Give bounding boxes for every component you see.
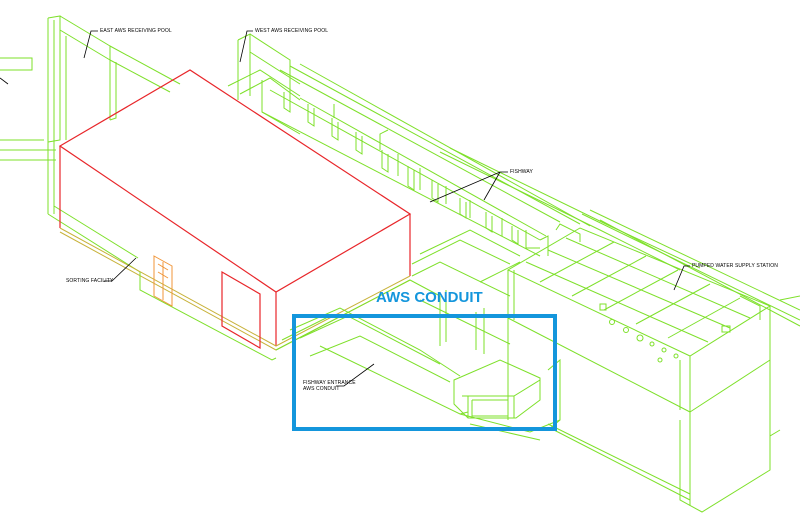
fishway-channel: [261, 63, 701, 271]
left-channel: [0, 57, 56, 161]
west-pool-label: WEST AWS RECEIVING POOL: [255, 28, 329, 34]
aws-conduit-label: AWS CONDUIT: [303, 386, 340, 392]
pumped-station-label: PUMPED WATER SUPPLY STATION: [692, 263, 778, 269]
doors: [153, 255, 261, 350]
aws-conduit-highlight-box: [292, 314, 557, 431]
aws-conduit: [281, 229, 561, 441]
fishway-entrance-label: FISHWAY ENTRANCE: [303, 380, 356, 386]
leader-lines: [83, 30, 690, 387]
sorting-facility-label: SORTING FACILITY: [66, 278, 114, 284]
highlight-title: AWS CONDUIT: [376, 289, 483, 306]
pumped-water-station: [506, 227, 781, 513]
fishway-label: FISHWAY: [510, 169, 533, 175]
right-walls: [581, 209, 800, 327]
east-pool-label: EAST AWS RECEIVING POOL: [100, 28, 172, 34]
sorting-facility-building: [58, 69, 441, 361]
east-receiving-pool: [47, 15, 181, 285]
